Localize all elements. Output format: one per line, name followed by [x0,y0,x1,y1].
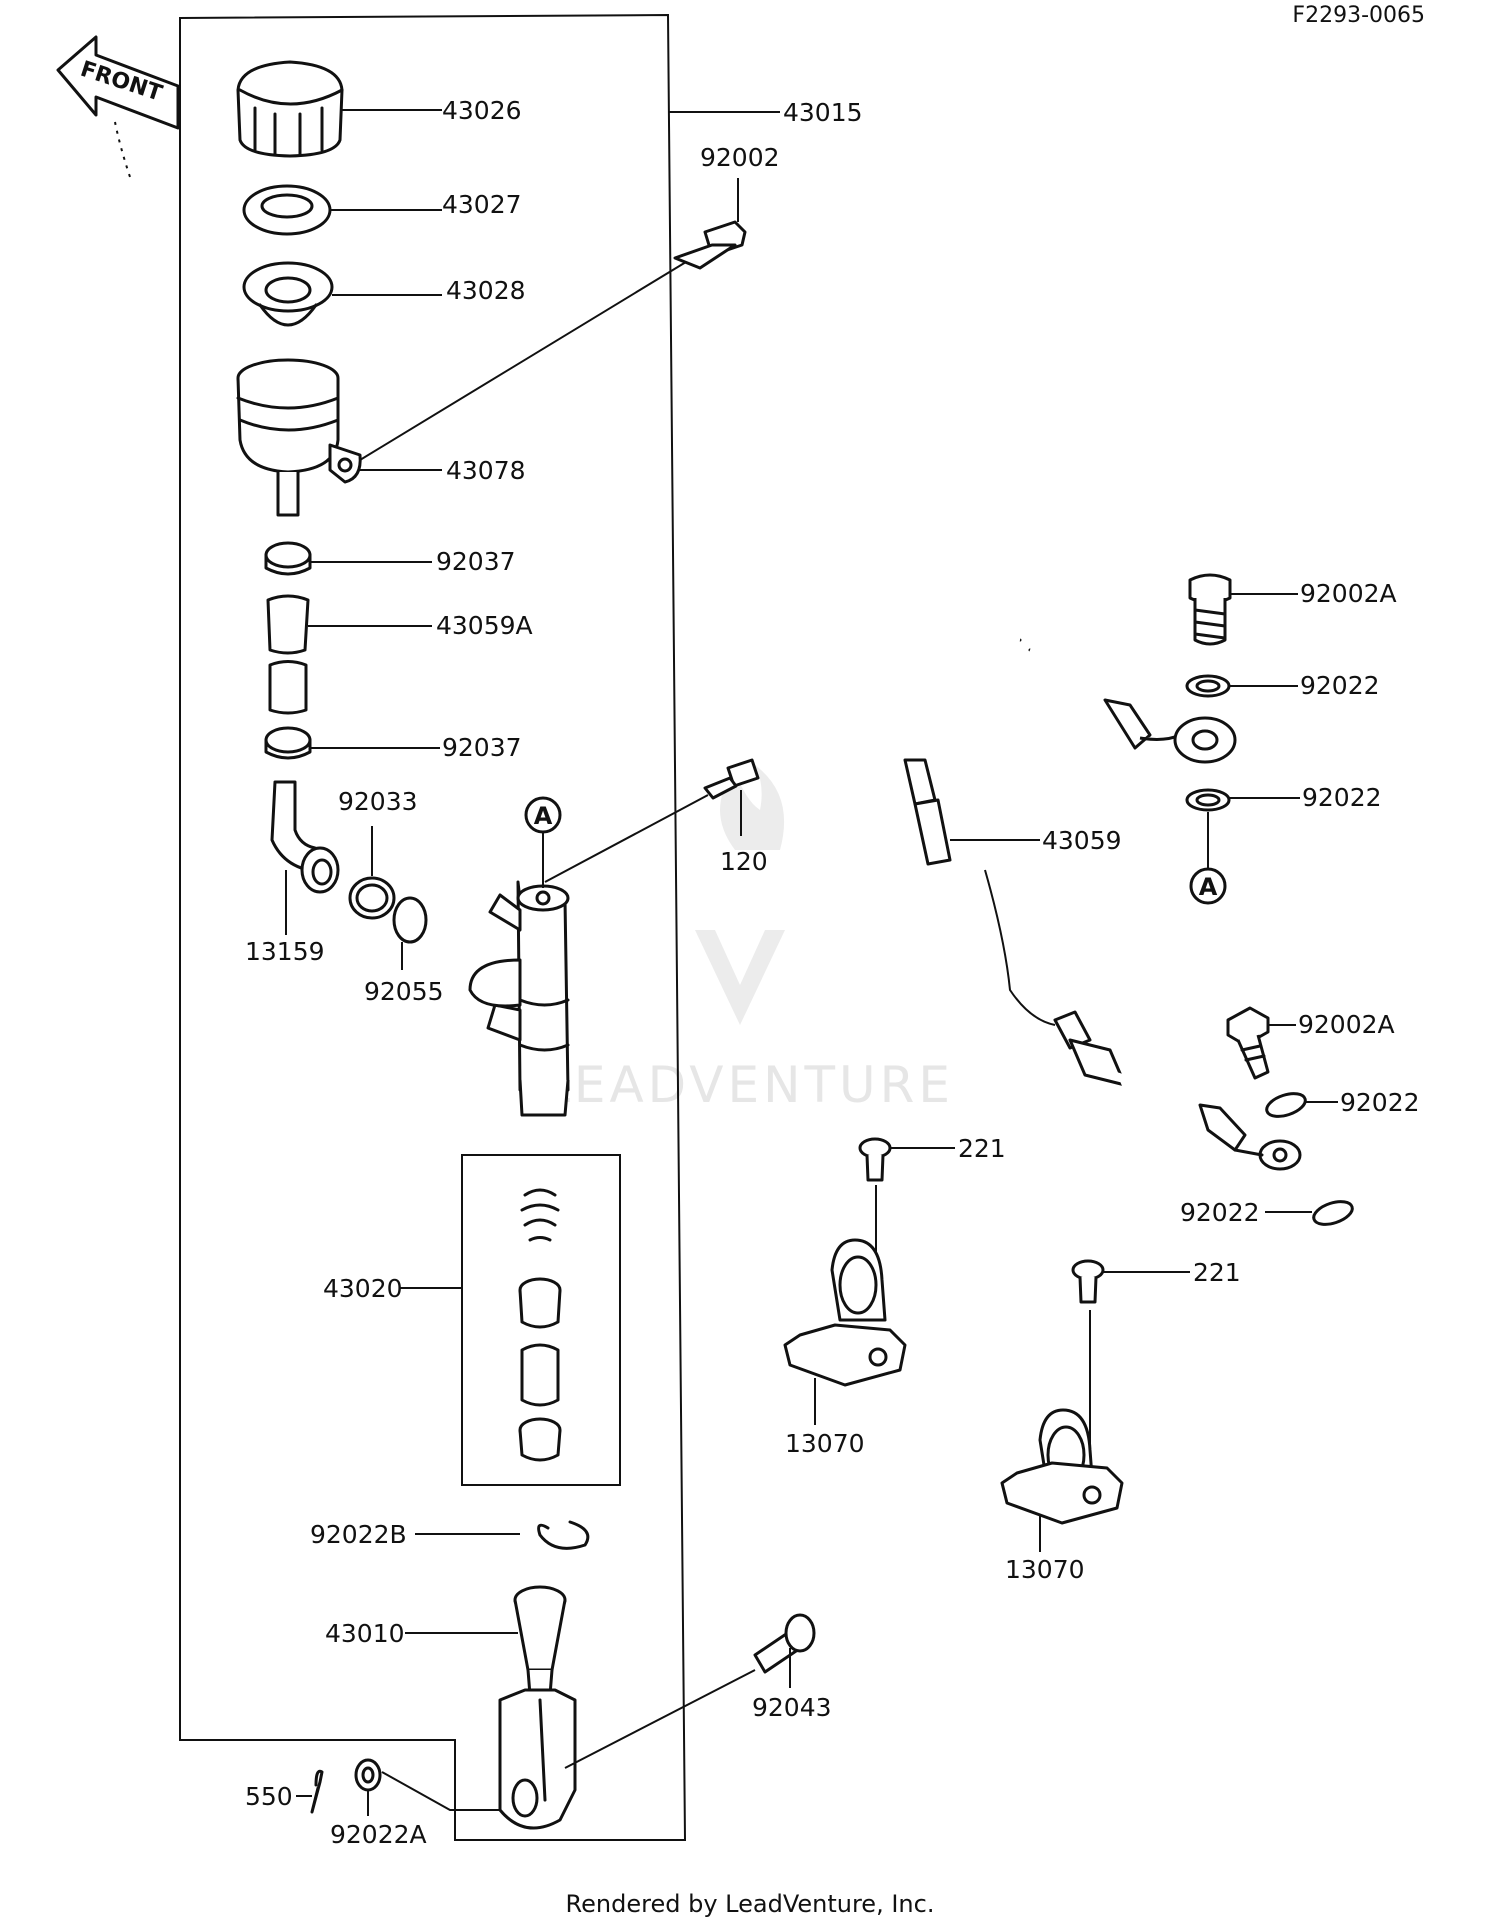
label-43010: 43010 [325,1619,405,1648]
footer-credit: Rendered by LeadVenture, Inc. [566,1890,935,1918]
label-92002: 92002 [700,143,780,172]
reservoir-tank [236,358,362,517]
label-92022-upper-a: 92022 [1300,671,1380,700]
label-43059A: 43059A [436,611,533,640]
label-13070-upper: 13070 [785,1429,865,1458]
label-43020: 43020 [323,1274,403,1303]
push-rod [498,1585,577,1830]
washer-92022A [354,1758,382,1792]
label-92022B: 92022B [310,1520,407,1549]
label-92022-lower-b: 92022 [1180,1198,1260,1227]
screw-221-lower [1071,1259,1105,1304]
reservoir-hose [266,594,310,715]
hose-bracket-lower [1000,1408,1124,1525]
label-92055: 92055 [364,977,444,1006]
label-43028: 43028 [446,276,526,305]
master-cylinder-body [468,880,570,1117]
label-13159: 13159 [245,937,325,966]
callout-letter-hose: A [1199,873,1218,901]
diaphragm [242,261,334,327]
callout-letter-body: A [534,802,553,830]
label-92043: 92043 [752,1693,832,1722]
label-43026: 43026 [442,96,522,125]
label-221-upper: 221 [958,1134,1006,1163]
label-550: 550 [245,1782,293,1811]
washer-upper-b [1185,788,1231,812]
washer-upper-a [1185,674,1231,698]
label-43015: 43015 [783,98,863,127]
watermark: LEADVENTURE [542,765,954,1114]
label-92022-lower-a: 92022 [1340,1088,1420,1117]
hose-clamp-lower [264,726,312,760]
label-92033: 92033 [338,787,418,816]
diaphragm-plate [242,184,332,236]
screw-221-upper [858,1137,892,1182]
label-92037-lower: 92037 [442,733,522,762]
washer-lower-b [1312,1200,1354,1226]
label-43027: 43027 [442,190,522,219]
bolt-92002 [673,220,747,270]
label-13070-lower: 13070 [1005,1555,1085,1584]
brake-hose [903,631,1302,1171]
label-43059: 43059 [1042,826,1122,855]
o-ring [392,896,428,944]
screw-120 [703,758,760,800]
label-92002A-upper: 92002A [1300,579,1397,608]
assembly-outline [179,13,687,1841]
front-arrow-icon: FRONT [56,35,180,178]
label-92037-upper: 92037 [436,547,516,576]
hose-clamp-upper [264,541,312,576]
banjo-bolt-upper [1188,573,1232,646]
cotter-pin [310,1769,324,1814]
hose-bracket-upper [783,1238,907,1387]
elbow-fitting [270,780,340,894]
label-120: 120 [720,847,768,876]
piston-kit-box [461,1154,621,1486]
label-92022-upper-b: 92022 [1302,783,1382,812]
diagram-code: F2293-0065 [1292,3,1425,28]
label-221-lower: 221 [1193,1258,1241,1287]
callout-circle-hose [1189,867,1227,905]
clevis-pin [753,1613,816,1674]
label-92002A-lower: 92002A [1298,1010,1395,1039]
snap-ring [537,1520,590,1550]
piston-kit-parts [518,1188,562,1462]
label-92022A: 92022A [330,1820,427,1849]
banjo-bolt-lower [1226,1006,1270,1080]
label-43078: 43078 [446,456,526,485]
circlip [348,876,396,920]
watermark-text: LEADVENTURE [542,1056,954,1114]
washer-lower-a [1265,1092,1307,1118]
reservoir-cap [236,60,344,158]
